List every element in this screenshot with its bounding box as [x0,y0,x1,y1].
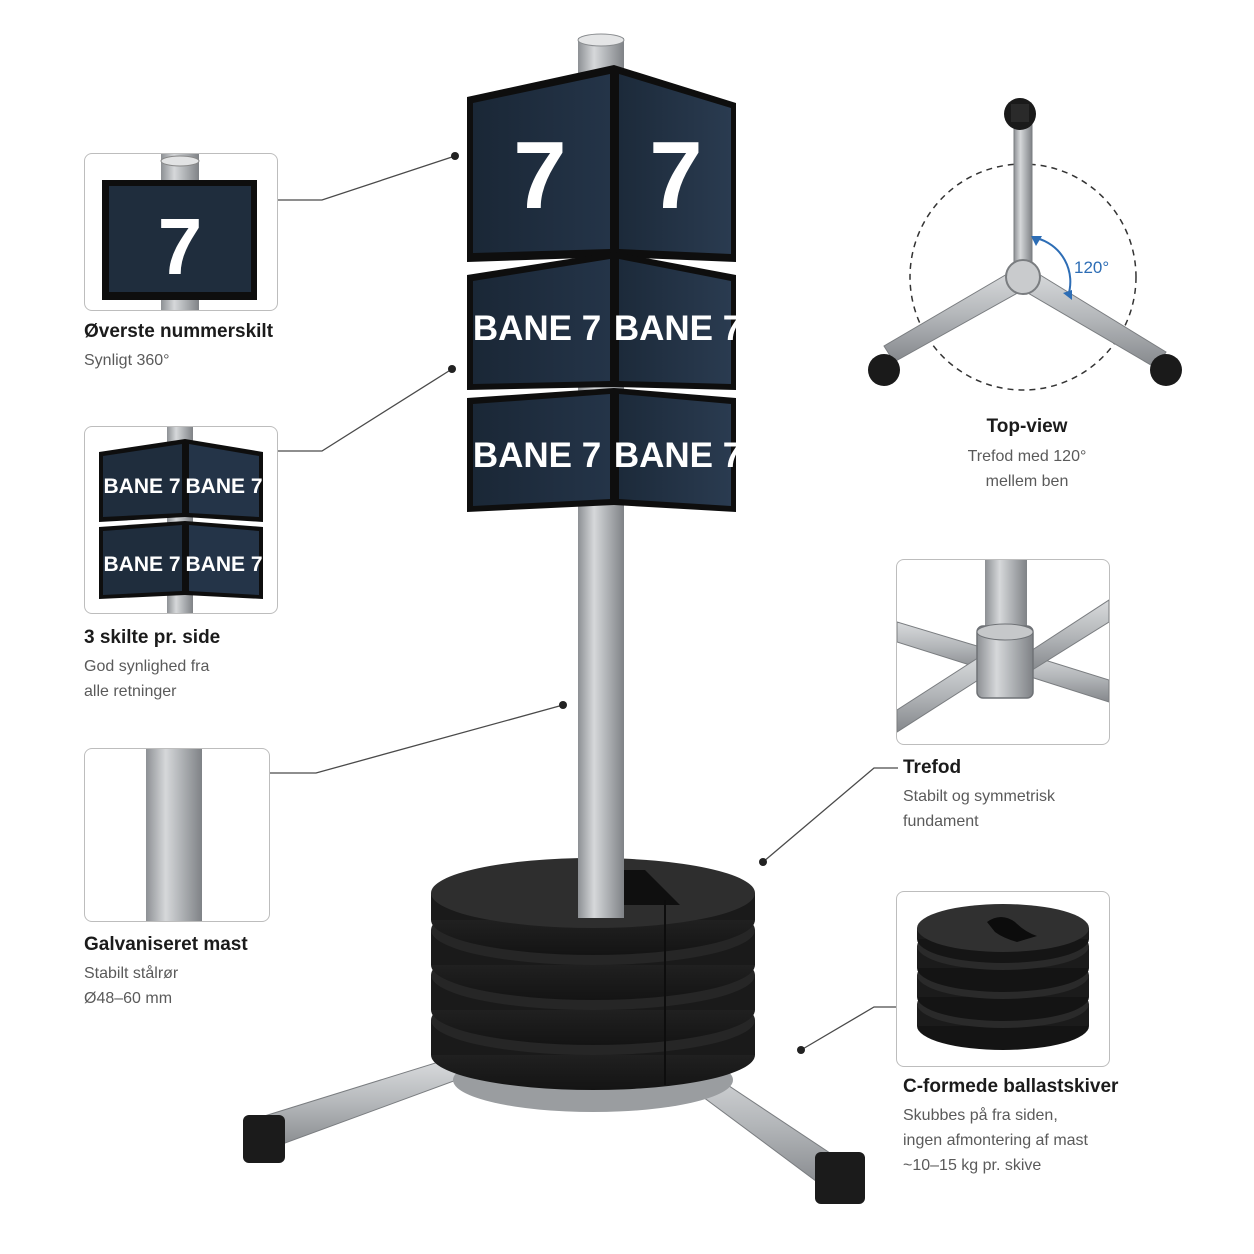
leader-lines [268,155,898,1051]
leader-dots [448,152,805,1054]
sign-number-left: 7 [513,122,566,229]
callout-top-sign-desc: Synligt 360° [84,352,170,369]
detail-lane-1: BANE 7 [103,475,180,498]
detail-card-tripod [896,559,1110,745]
callout-tripod-desc: Stabilt og symmetrisk fundament [903,788,1056,830]
detail-card-ballast [896,891,1110,1067]
lane-sign-tier3-right: BANE 7 [614,436,742,475]
lane-sign-tier2-left: BANE 7 [473,309,601,348]
callout-tripod-title: Trefod [903,757,962,778]
detail-sign-number: 7 [158,202,203,291]
detail-card-three-signs: BANE 7 BANE 7 BANE 7 BANE 7 [84,426,278,614]
angle-label: 120° [1074,258,1109,277]
callout-mast-title: Galvaniseret mast [84,934,248,955]
callout-top-view-desc: Trefod med 120° mellem ben [967,448,1087,490]
callout-ballast-title: C-formede ballastskiver [903,1076,1119,1097]
callout-three-signs-title: 3 skilte pr. side [84,627,221,648]
leg-foot-cap-left [243,1115,285,1163]
top-view-diagram: 120° [868,98,1182,391]
sign-tower: 7 7 BANE 7 BANE 7 BANE 7 BANE 7 [467,65,742,512]
detail-card-mast [84,748,270,922]
detail-lane-2: BANE 7 [185,475,262,498]
callout-top-sign-title: Øverste nummerskilt [84,321,274,342]
lane-sign-tier2-right: BANE 7 [614,309,742,348]
callout-mast-desc: Stabilt stålrør Ø48–60 mm [84,965,179,1007]
lane-sign-tier3-left: BANE 7 [473,436,601,475]
callout-three-signs-desc: God synlighed fra alle retninger [84,658,210,700]
detail-lane-3: BANE 7 [103,553,180,576]
sign-number-right: 7 [649,122,702,229]
ballast-stack [431,858,755,1112]
detail-card-top-sign: 7 [84,153,278,311]
leg-foot-cap-right [815,1152,865,1204]
callout-top-view-title: Top-view [986,416,1068,437]
detail-lane-4: BANE 7 [185,553,262,576]
callout-ballast-desc: Skubbes på fra siden, ingen afmontering … [903,1107,1088,1174]
